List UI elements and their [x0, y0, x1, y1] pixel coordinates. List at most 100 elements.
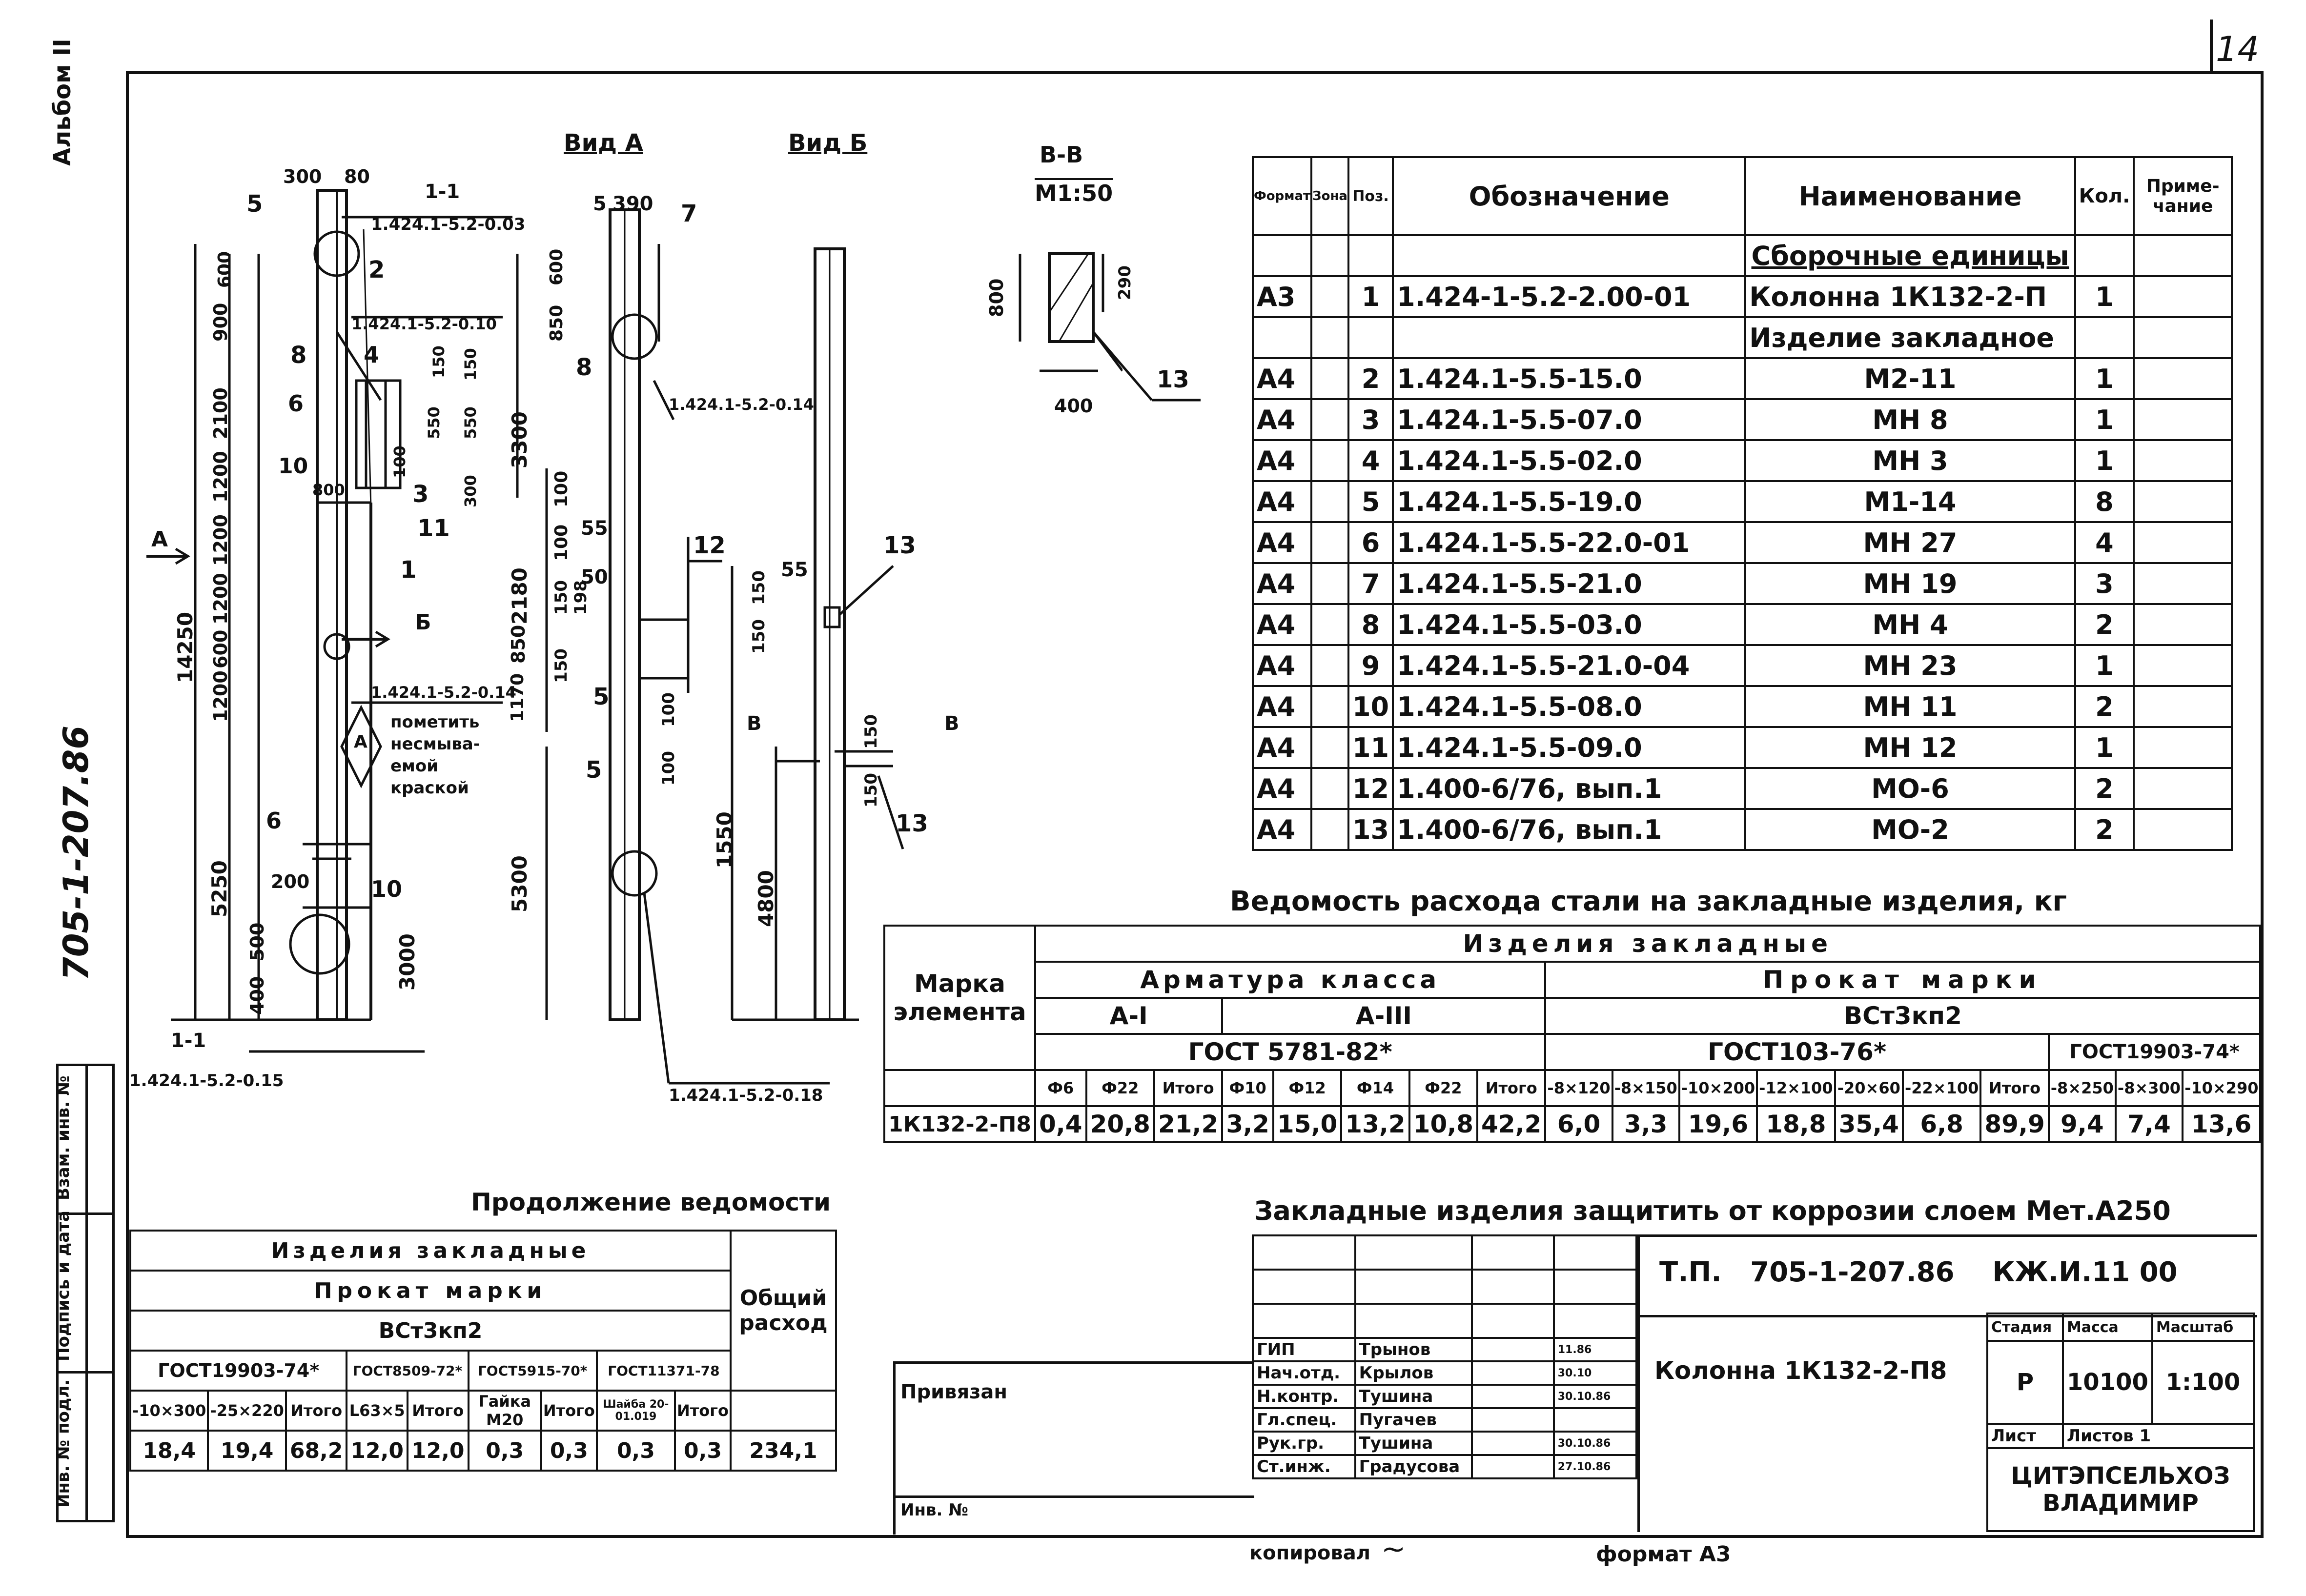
- stage-table: Стадия Масса Масштаб Р 10100 1:100 Лист …: [1986, 1313, 2255, 1532]
- steel-gost-3: ГОСТ19903-74*: [2047, 1033, 2262, 1071]
- marker-v: В: [747, 712, 762, 735]
- ref-label-2: 1.424.1-5.2-0.10: [351, 315, 497, 333]
- marker-a-diamond: А: [354, 732, 367, 752]
- pos-8a: 8: [290, 342, 307, 369]
- inv-label: Инв. №: [900, 1500, 969, 1520]
- pos-11: 11: [417, 515, 450, 542]
- spec-section-assembly: Сборочные единицы: [1744, 234, 2076, 277]
- dim-mid-390: 390: [612, 193, 653, 215]
- pos-1: 1: [400, 556, 417, 584]
- dim-mid-850: 850: [547, 304, 567, 342]
- steel-table: Марка элемента Изделия закладные Арматур…: [883, 925, 2262, 1143]
- pos-12: 12: [693, 532, 726, 559]
- paint-note-2: несмыва-: [390, 734, 480, 754]
- copied-label: копировал: [1249, 1542, 1371, 1564]
- section-bb-scale: М1:50: [1035, 178, 1113, 206]
- column-outline-main: [316, 189, 348, 1021]
- dim-300: 300: [283, 166, 322, 187]
- org-cell: ЦИТЭПСЕЛЬХОЗ ВЛАДИМИР: [1986, 1447, 2255, 1532]
- view-b-label: Вид Б: [788, 129, 868, 157]
- spec-h-note: Приме-чание: [2133, 156, 2233, 236]
- cont-gost-c: ГОСТ5915-70*: [467, 1350, 598, 1392]
- dim-600b: 600: [210, 629, 231, 668]
- ref-label-3: 1.424.1-5.2-0.14: [669, 395, 814, 414]
- steel-title: Ведомость расхода стали на закладные изд…: [1230, 886, 2067, 917]
- org-name: ЦИТЭПСЕЛЬХОЗ: [2011, 1462, 2230, 1490]
- cont-vst: ВСт3кп2: [129, 1310, 732, 1352]
- pos-10b: 10: [371, 876, 403, 902]
- dim-5250: 5250: [207, 860, 231, 917]
- dim-150b: 150: [461, 348, 480, 381]
- ref-label-4: 1.424.1-5.2-0.14: [371, 683, 516, 702]
- dim-600a: 600: [215, 251, 235, 288]
- dim-mid-100c: 100: [659, 692, 678, 727]
- steel-vst: ВСт3кп2: [1544, 997, 2262, 1035]
- page-number: 14: [2216, 29, 2260, 69]
- dim-mid-5300: 5300: [508, 855, 531, 912]
- pos-13a: 13: [1157, 366, 1189, 393]
- side-stamp: [56, 1064, 115, 1522]
- pos-6: 6: [288, 390, 304, 417]
- cont-total-header: Общий расход: [730, 1230, 837, 1392]
- dim-100a: 100: [390, 445, 409, 478]
- cont-prokat: Прокат марки: [129, 1270, 732, 1312]
- steel-gost-1: ГОСТ 5781-82*: [1034, 1033, 1547, 1071]
- corrosion-note: Закладные изделия защитить от коррозии с…: [1254, 1195, 2171, 1226]
- dim-mid-100a: 100: [551, 470, 571, 507]
- paint-note-3: емой: [390, 756, 439, 776]
- dim-200: 200: [271, 871, 310, 892]
- marker-b: Б: [415, 610, 431, 635]
- pos-8b: 8: [576, 354, 592, 381]
- dim-400: 400: [246, 976, 268, 1015]
- title-code-box: [1637, 1234, 2257, 1317]
- dim-300b: 300: [461, 475, 480, 507]
- cont-gost-b: ГОСТ8509-72*: [346, 1350, 469, 1392]
- cont-gost-a: ГОСТ19903-74*: [129, 1350, 348, 1392]
- bound-box: Привязан Инв. №: [893, 1361, 1254, 1535]
- pos-5a: 5: [246, 190, 263, 218]
- cont-group: Изделия закладные: [129, 1230, 732, 1272]
- steel-armatura: Арматура класса: [1034, 961, 1547, 999]
- org-city: ВЛАДИМИР: [2042, 1490, 2199, 1517]
- ref-label-6: 1.424.1-5.2-0.18: [669, 1086, 823, 1105]
- dim-r-4800: 4800: [754, 870, 778, 927]
- marker-a: А: [151, 527, 168, 552]
- dim-80: 80: [344, 166, 370, 187]
- side-stamp-sign-date: Подпись и дата: [54, 1211, 73, 1361]
- dim-3000: 3000: [395, 933, 419, 990]
- paint-note-1: пометить: [390, 712, 480, 732]
- title-object: Колонна 1К132-2-П8: [1654, 1356, 1947, 1385]
- title-object-box: [1637, 1313, 2257, 1532]
- steel-prokat: Прокат марки: [1544, 961, 2262, 999]
- dim-mid-150a: 150: [551, 580, 571, 615]
- dim-mid-1170: 1170: [508, 673, 528, 722]
- dim-mid-850b: 850: [508, 625, 529, 664]
- column-drawing: [146, 189, 1122, 1085]
- dim-mid-600: 600: [547, 248, 567, 285]
- ref-label-5: 1.424.1-5.2-0.15: [129, 1071, 284, 1091]
- dim-r-150d: 150: [861, 773, 881, 808]
- section-bb: [1048, 252, 1095, 343]
- section-11-label: 1-1: [425, 181, 460, 203]
- marker-v-right: В: [944, 712, 959, 735]
- spec-h-name: Наименование: [1744, 156, 2076, 236]
- dim-r-1550: 1550: [713, 811, 736, 869]
